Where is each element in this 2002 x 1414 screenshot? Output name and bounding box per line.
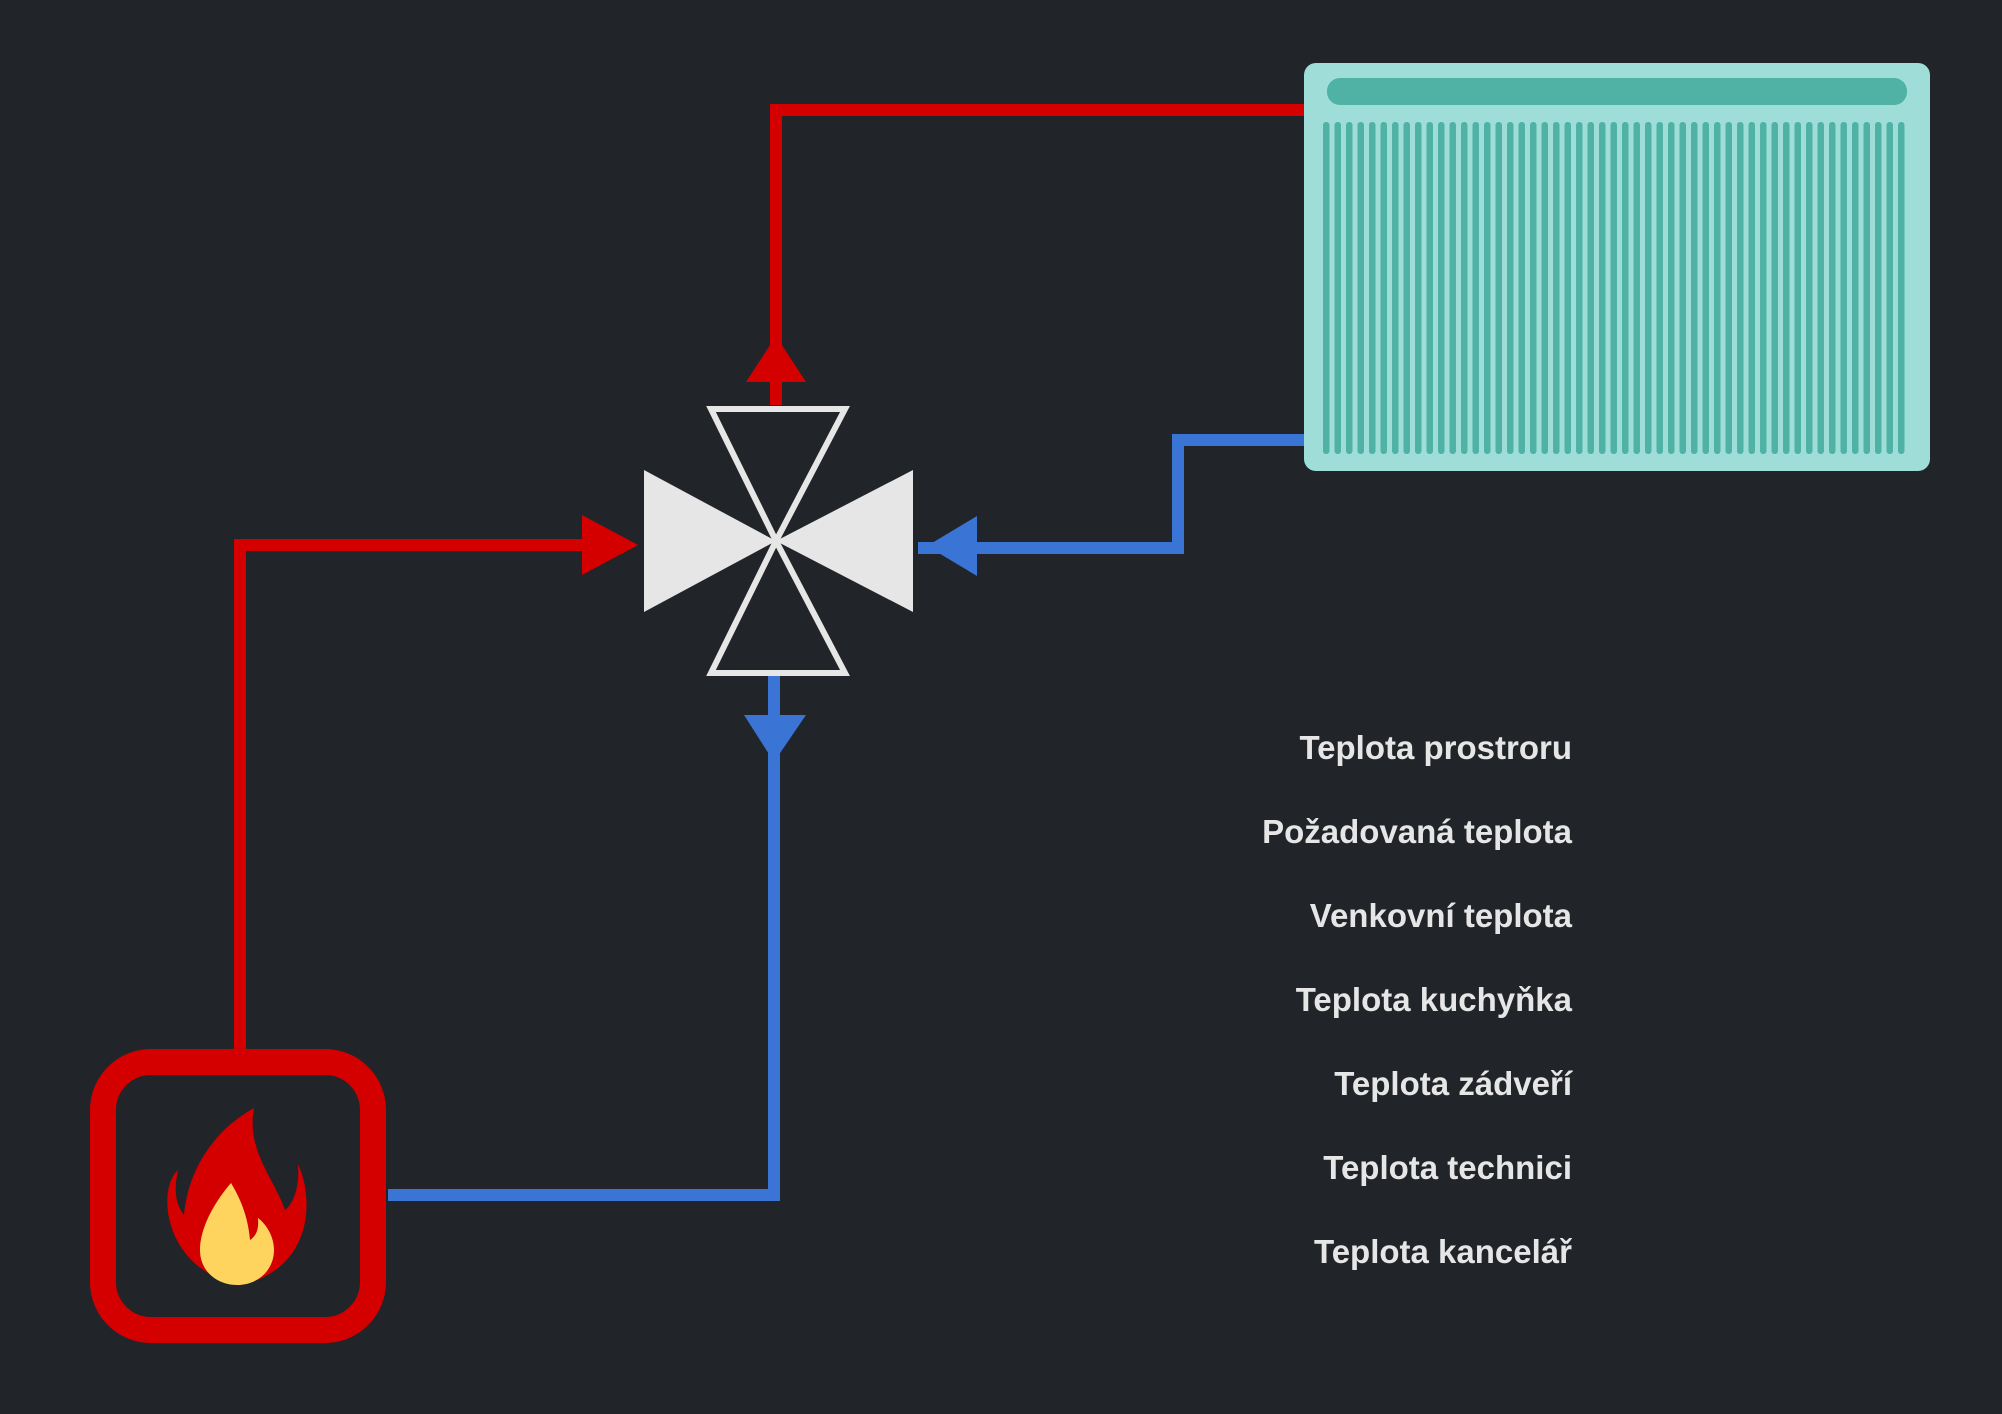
sensor-label-technical-room-temperature[interactable]: Teplota technici [1323,1149,1572,1186]
radiator-fin [1461,122,1468,454]
radiator-fin [1587,122,1594,454]
cold-flow-arrow-left [927,516,977,576]
radiator-fin [1426,122,1433,454]
radiator-fin [1472,122,1479,454]
hot-flow-arrow-up [746,336,806,382]
valve-top-wing [706,406,850,548]
hot-flow-arrow-right [582,515,638,575]
radiator-fin [1656,122,1663,454]
radiator-fin [1771,122,1778,454]
radiator-fin [1323,122,1330,454]
radiator-fin [1369,122,1376,454]
radiator-fin [1599,122,1606,454]
radiator-fin [1553,122,1560,454]
radiator-fin [1645,122,1652,454]
radiator-fin [1794,122,1801,454]
radiator-fin [1415,122,1422,454]
radiator-fin [1875,122,1882,454]
radiator-fin [1863,122,1870,454]
radiator-icon[interactable] [1304,63,1930,471]
radiator-fin [1725,122,1732,454]
hot-pipe-valve-to-radiator [770,104,1310,405]
radiator-fin [1622,122,1629,454]
radiator-fin [1702,122,1709,454]
radiator-fin [1886,122,1893,454]
radiator-fin [1403,122,1410,454]
fire-icon [167,1108,307,1285]
sensor-label-outdoor-temperature[interactable]: Venkovní teplota [1309,897,1572,934]
radiator-fin [1507,122,1514,454]
cold-flow-arrow-down [744,715,806,762]
radiator-fin [1495,122,1502,454]
radiator-fin [1541,122,1548,454]
radiator-fin [1633,122,1640,454]
radiator-fin [1357,122,1364,454]
radiator-fin [1530,122,1537,454]
radiator-top-bar [1327,78,1907,105]
sensor-label-target-temperature[interactable]: Požadovaná teplota [1262,813,1572,850]
boiler-frame [90,1049,386,1343]
mixing-valve-icon[interactable] [644,406,913,676]
radiator-fin [1737,122,1744,454]
valve-bottom-wing [706,534,850,676]
boiler[interactable] [90,1049,386,1343]
cold-pipe-radiator-to-valve [918,434,1310,554]
radiator-fin [1783,122,1790,454]
radiator-fin [1484,122,1491,454]
radiator-fins [1323,122,1905,454]
radiator-fin [1806,122,1813,454]
radiator-fin [1714,122,1721,454]
radiator-fin [1518,122,1525,454]
radiator-fin [1564,122,1571,454]
radiator-fin [1610,122,1617,454]
radiator-fin [1668,122,1675,454]
sensor-label-room-temperature[interactable]: Teplota prostroru [1299,729,1572,766]
radiator-fin [1346,122,1353,454]
radiator-fin [1829,122,1836,454]
radiator-fin [1576,122,1583,454]
valve-right-wing [776,470,913,612]
flame-inner [200,1183,274,1285]
radiator-fin [1392,122,1399,454]
sensor-label-vestibule-temperature[interactable]: Teplota zádveří [1334,1065,1572,1102]
radiator-fin [1679,122,1686,454]
radiator-fin [1840,122,1847,454]
radiator-fin [1438,122,1445,454]
radiator-fin [1449,122,1456,454]
radiator-fin [1334,122,1341,454]
sensor-label-office-temperature[interactable]: Teplota kancelář [1314,1233,1572,1270]
radiator-fin [1748,122,1755,454]
radiator-fin [1380,122,1387,454]
valve-left-wing [644,470,776,612]
sensor-label-kitchen-temperature[interactable]: Teplota kuchyňka [1295,981,1572,1018]
radiator-fin [1898,122,1905,454]
sensor-labels: Teplota prostroru Požadovaná teplota Ven… [1160,718,1572,1306]
cold-pipe-valve-to-boiler [388,676,780,1201]
hot-pipe-boiler-to-valve [234,539,590,1050]
radiator-fin [1760,122,1767,454]
radiator-fin [1691,122,1698,454]
radiator-fin [1817,122,1824,454]
radiator-fin [1852,122,1859,454]
